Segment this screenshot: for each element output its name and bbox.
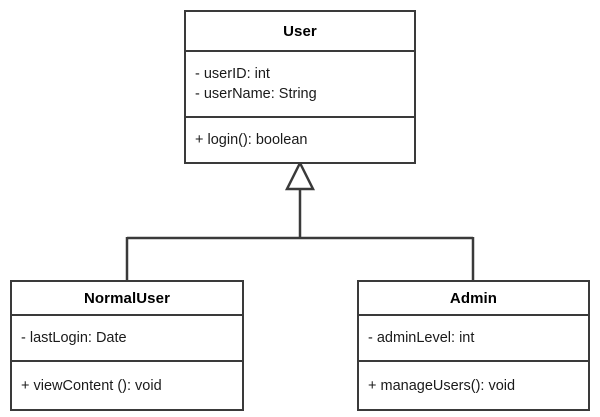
attribute-row: - adminLevel: int [368,330,475,346]
class-name-admin: Admin [359,282,588,314]
attribute-row: - userName: String [195,86,317,102]
attributes-compartment-normaluser: - lastLogin: Date [12,314,242,360]
attribute-row: - userID: int [195,66,270,82]
operations-compartment-normaluser: + viewContent (): void [12,360,242,409]
class-name-user: User [186,12,414,50]
attribute-row: - lastLogin: Date [21,330,127,346]
operation-row: + viewContent (): void [21,377,162,394]
class-box-normaluser[interactable]: NormalUser - lastLogin: Date + viewConte… [10,280,244,411]
attributes-compartment-user: - userID: int - userName: String [186,50,414,116]
class-box-admin[interactable]: Admin - adminLevel: int + manageUsers():… [357,280,590,411]
attributes-compartment-admin: - adminLevel: int [359,314,588,360]
hollow-triangle-arrowhead-icon [284,160,316,191]
operation-row: + manageUsers(): void [368,377,516,394]
class-name-normaluser: NormalUser [12,282,242,314]
class-box-user[interactable]: User - userID: int - userName: String + … [184,10,416,164]
operations-compartment-user: + login(): boolean [186,116,414,162]
operation-row: + login(): boolean [195,132,308,148]
operations-compartment-admin: + manageUsers(): void [359,360,588,409]
